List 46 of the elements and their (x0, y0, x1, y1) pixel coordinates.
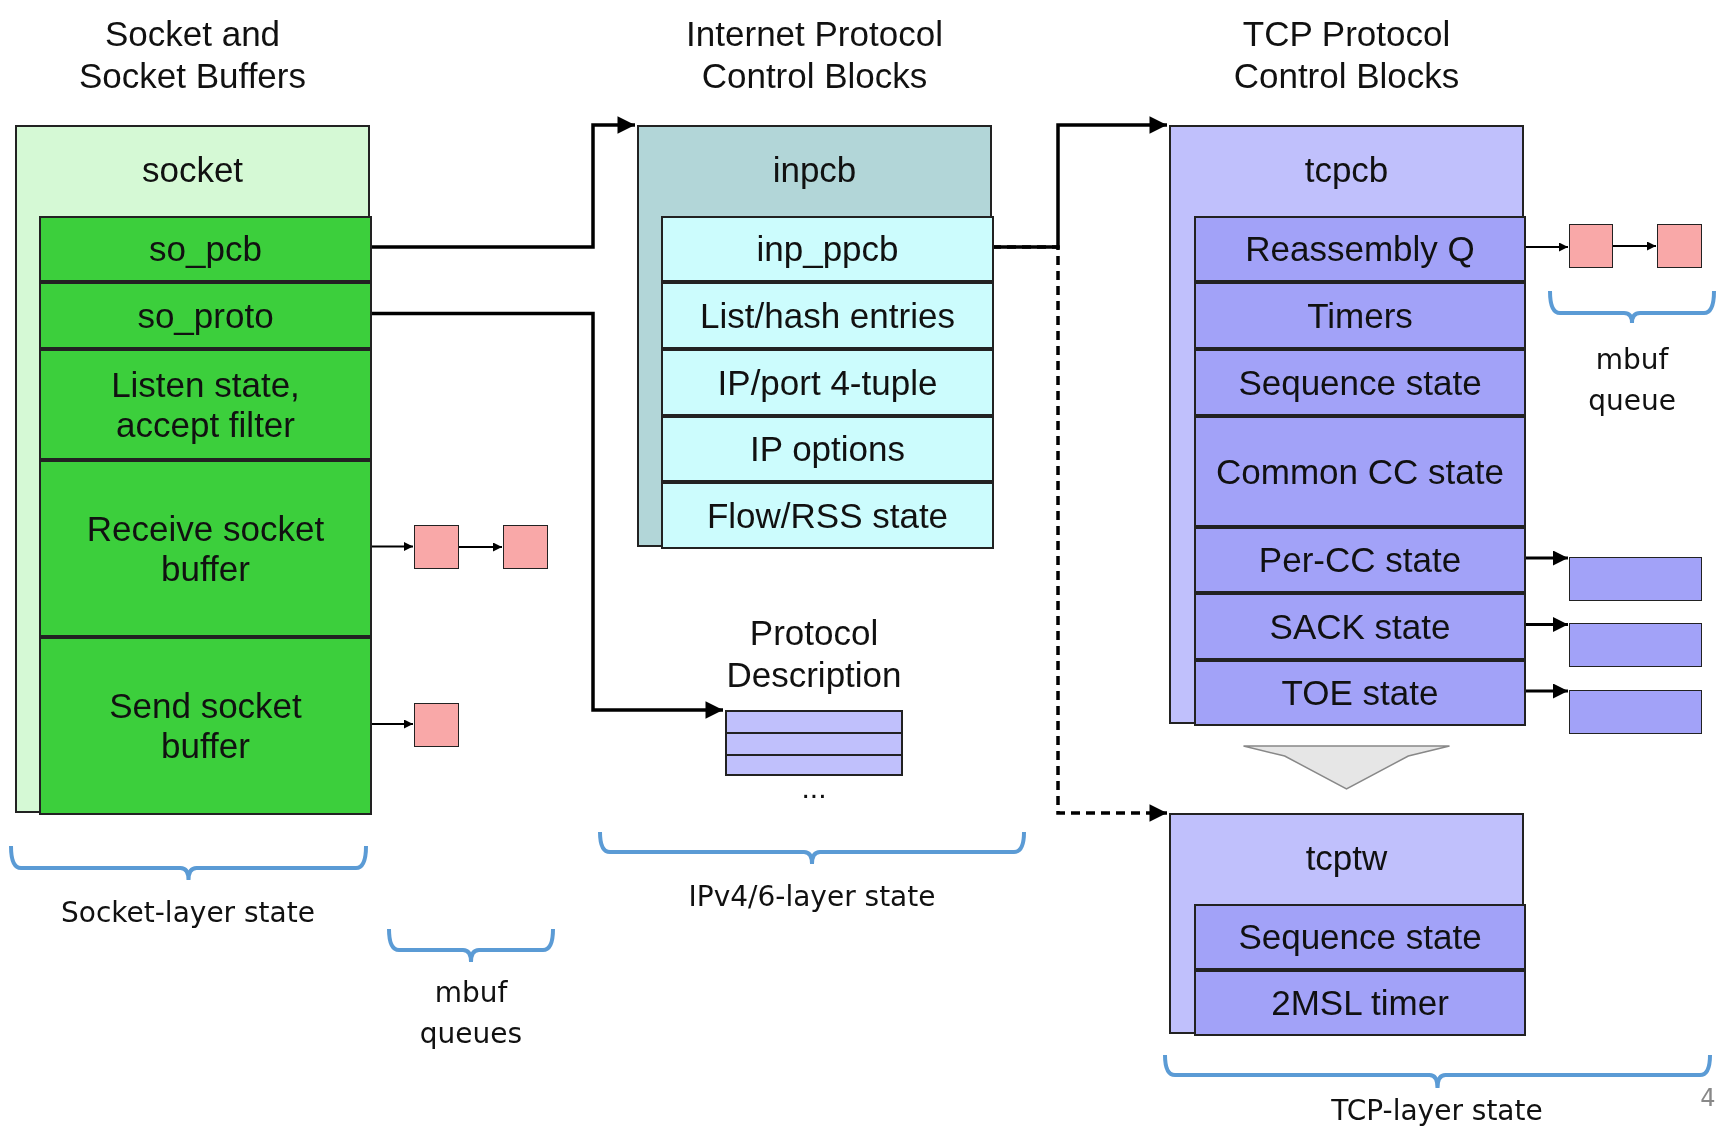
field-row: List/hash entries (661, 282, 994, 349)
field-row: Flow/RSS state (661, 482, 994, 549)
page-number: 4 (1699, 1082, 1717, 1114)
field-row: Common CC state (1194, 416, 1526, 527)
brace-label: mbuf queues (418, 975, 524, 1052)
state-block (1569, 690, 1702, 734)
field-row: IP/port 4-tuple (661, 349, 994, 416)
block-arrow (1242, 745, 1451, 790)
field-row: 2MSL timer (1194, 970, 1526, 1036)
field-row: Receive socket buffer (39, 460, 372, 637)
state-block (1569, 557, 1702, 601)
state-block (1569, 623, 1702, 667)
section-heading: Socket and Socket Buffers (78, 13, 307, 97)
field-row: so_pcb (39, 216, 372, 282)
brace-label: IPv4/6-layer state (687, 878, 937, 915)
struct-name: socket (140, 149, 245, 191)
brace-label: Socket-layer state (60, 894, 316, 931)
field-row: IP options (661, 416, 994, 482)
struct-name: inpcb (771, 149, 858, 191)
mbuf-block (1657, 224, 1702, 268)
field-row: Listen state, accept filter (39, 349, 372, 460)
field-row: Send socket buffer (39, 637, 372, 815)
mbuf-block (1569, 224, 1613, 268)
section-heading: TCP Protocol Control Blocks (1232, 13, 1461, 97)
field-row: Sequence state (1194, 349, 1526, 416)
mbuf-block (414, 525, 459, 569)
section-heading: Internet Protocol Control Blocks (685, 13, 944, 97)
section-heading: Protocol Description (725, 612, 903, 696)
field-row: so_proto (39, 282, 372, 349)
arrow (1612, 241, 1657, 251)
brace-label: TCP-layer state (1330, 1092, 1544, 1129)
field-row: Reassembly Q (1194, 216, 1526, 282)
struct-box (1169, 813, 1524, 1034)
field-row: Per-CC state (1194, 527, 1526, 593)
mbuf-block (503, 525, 548, 569)
brace-label: mbuf queue (1587, 342, 1677, 419)
ellipsis-text: ... (800, 776, 828, 800)
field-row: SACK state (1194, 593, 1526, 660)
mbuf-block (414, 703, 459, 747)
struct-name: tcpcb (1303, 149, 1390, 191)
arrow (458, 542, 503, 552)
struct-name: tcptw (1304, 837, 1389, 879)
field-row: Sequence state (1194, 904, 1526, 970)
field-row: TOE state (1194, 660, 1526, 726)
field-row: Timers (1194, 282, 1526, 349)
field-row: inp_ppcb (661, 216, 994, 282)
